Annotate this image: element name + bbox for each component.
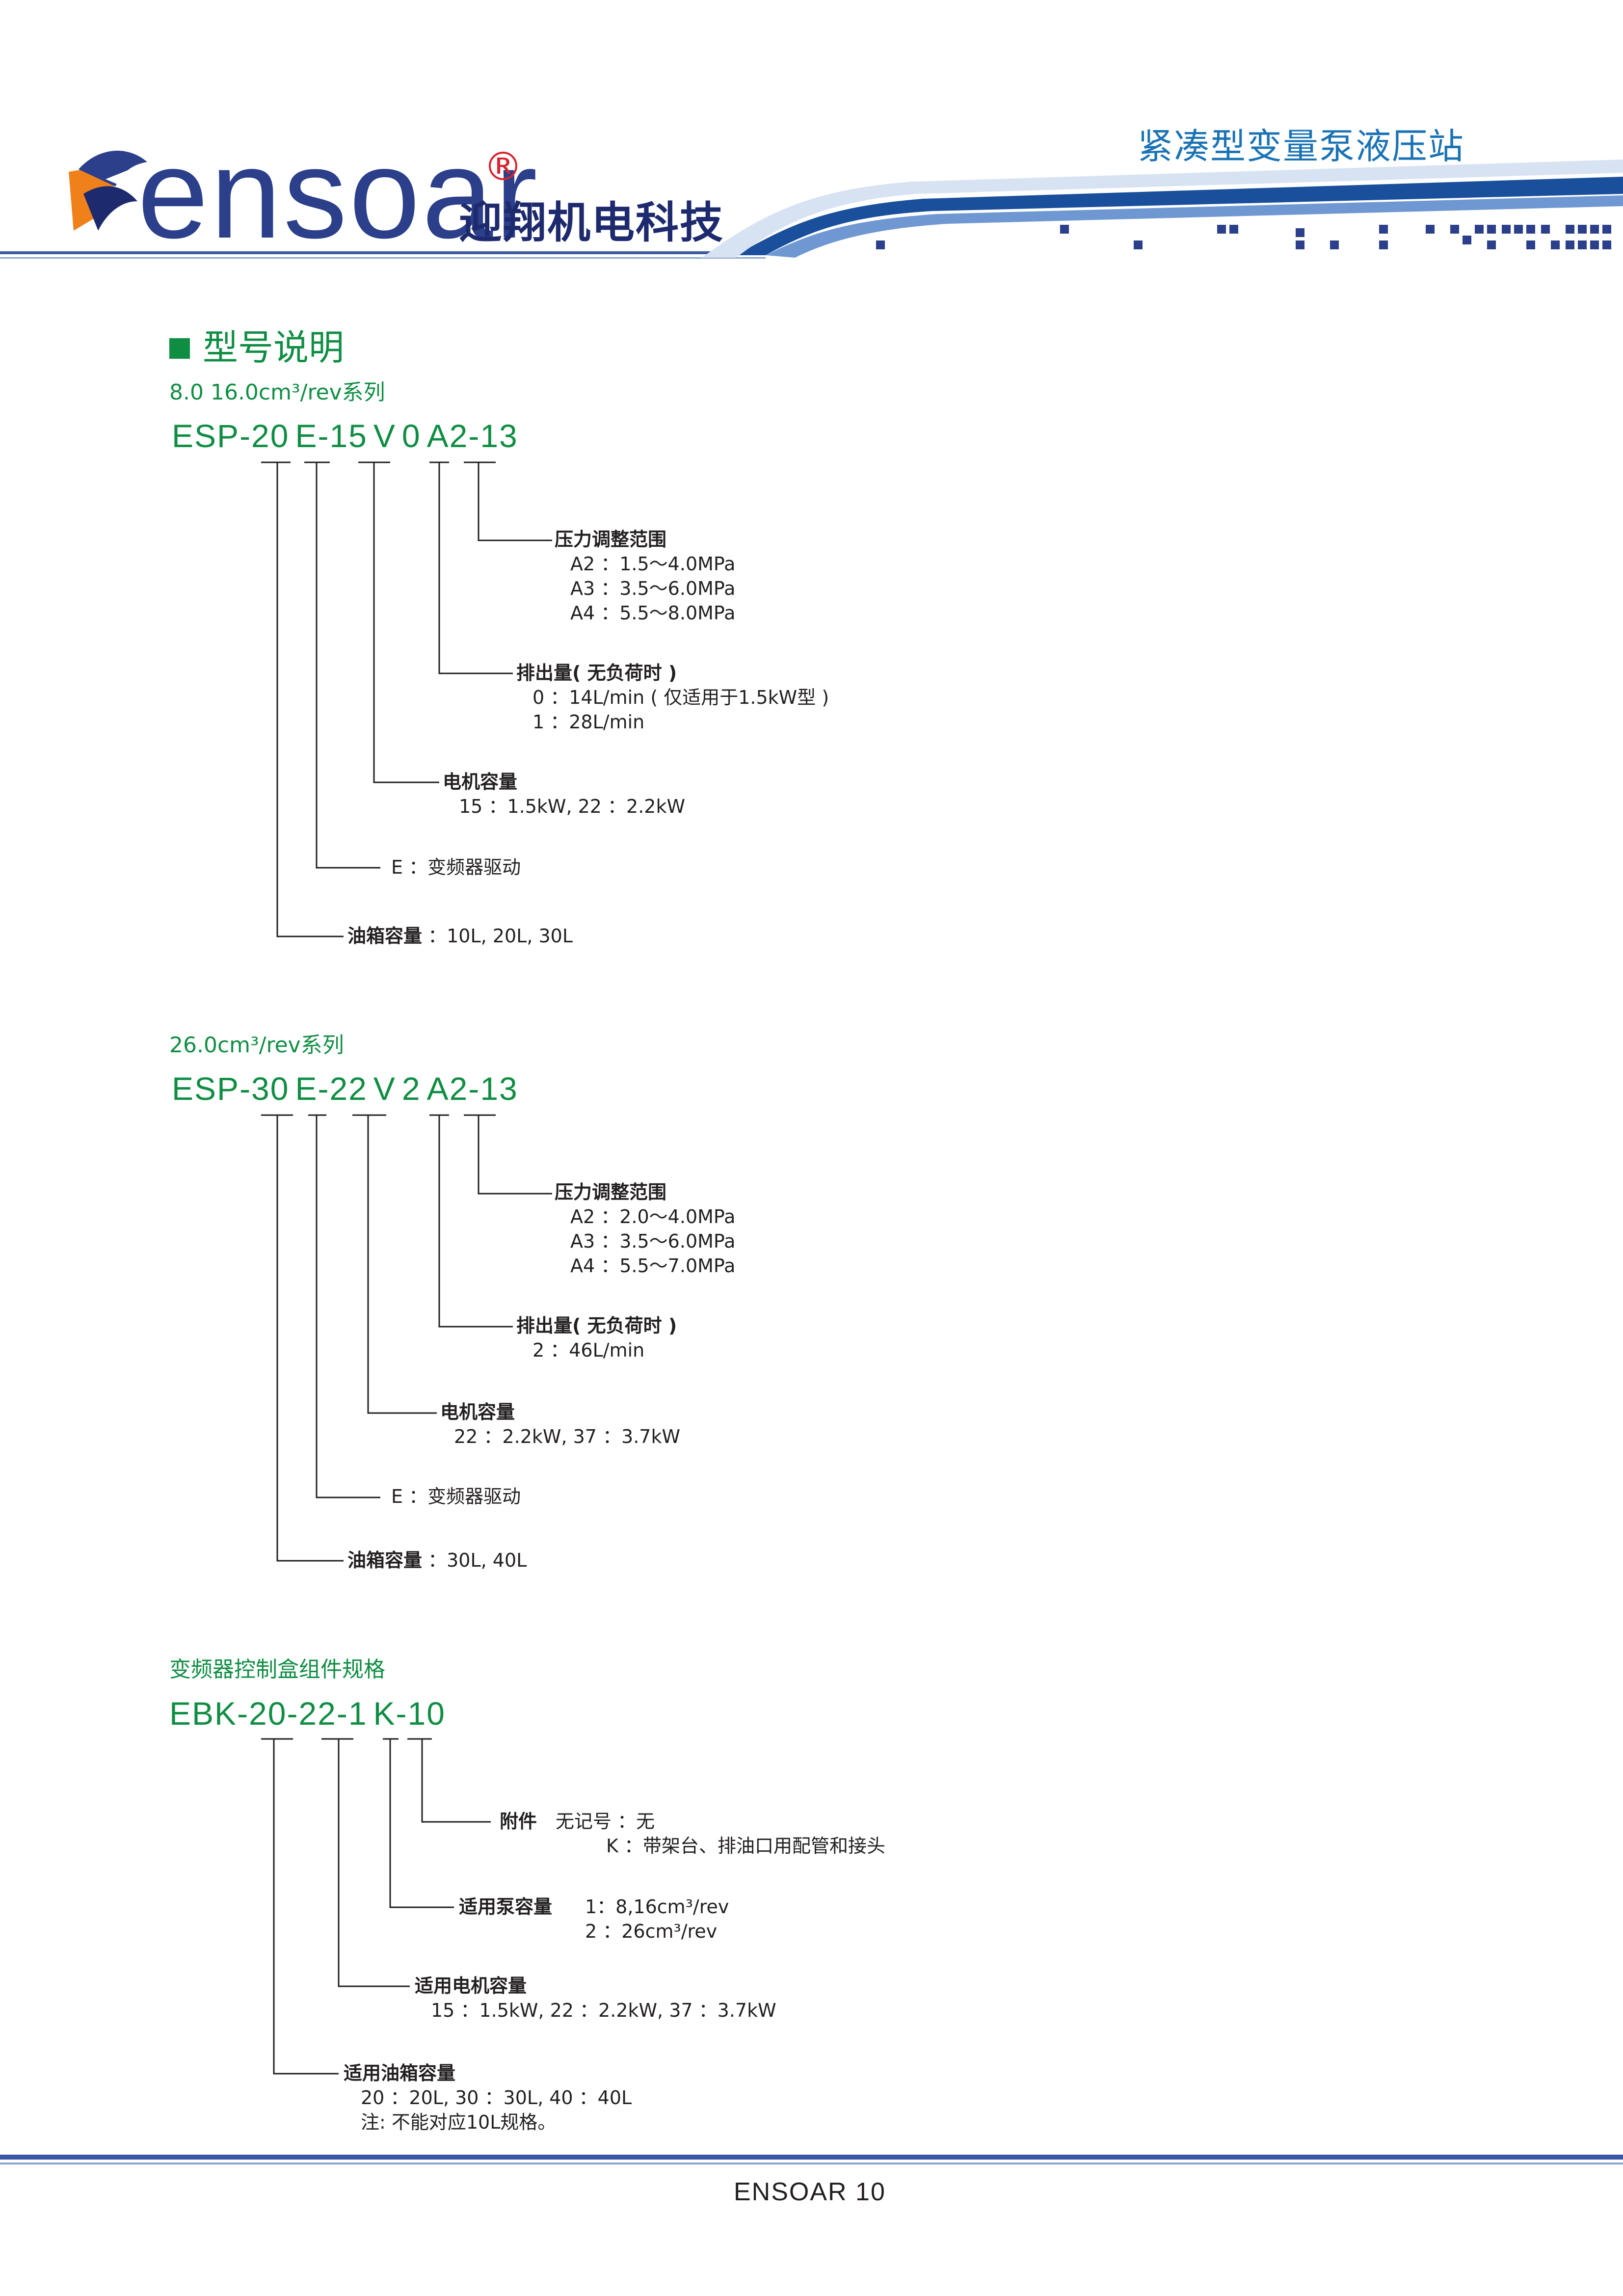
displacement-title: 排出量( 无负荷时 )	[516, 1315, 677, 1336]
section-title: 型号说明	[169, 330, 344, 365]
page-title: 紧凑型变量泵液压站	[1138, 126, 1465, 167]
company-name: 迎翔机电科技	[459, 197, 724, 248]
pressure-option: A4 ：5.5～7.0MPa	[570, 1255, 736, 1277]
footer-rule	[0, 2155, 1623, 2164]
pressure-option: A2 ：2.0～4.0MPa	[570, 1206, 736, 1228]
pressure-option: A3 ：3.5～6.0MPa	[570, 1230, 736, 1252]
logo-emblem-icon	[69, 151, 147, 231]
registered-mark: ®	[483, 144, 523, 189]
accessory-none-option: 无记号 ：无	[556, 1811, 655, 1832]
model-code-segment: A2-13	[426, 1070, 518, 1107]
series-1-label: 8.0 16.0cm³/rev系列	[169, 380, 385, 405]
model-code-segment: ESP-20	[172, 418, 290, 454]
accessory-title: 附件	[500, 1811, 537, 1832]
model-code-segment: E-15	[295, 418, 368, 454]
pressure-range-title: 压力调整范围	[555, 529, 667, 550]
accessory-k-option: K ：带架台、排油口用配管和接头	[606, 1835, 885, 1857]
tank-capacity-note: 注: 不能对应10L规格。	[361, 2111, 557, 2133]
model-code-segment: V	[373, 418, 396, 454]
tank-capacity-title: 油箱容量	[347, 925, 423, 947]
drive-type: E ：变频器驱动	[391, 856, 521, 878]
tank-capacity: 油箱容量 ：30L, 40L	[347, 1551, 527, 1570]
footer-page-label: ENSOAR 10	[734, 2178, 886, 2206]
displacement-option: 2 ：46L/min	[532, 1339, 645, 1361]
motor-capacity-option: 15 ：1.5kW, 22 ：2.2kW	[459, 796, 686, 817]
logo-wordmark: ensoar	[137, 123, 539, 265]
model-code-segment: ESP-30	[172, 1070, 290, 1107]
series-3-label: 变频器控制盒组件规格	[169, 1657, 385, 1682]
motor-capacity-option: 15 ：1.5kW, 22 ：2.2kW, 37 ：3.7kW	[431, 2000, 776, 2021]
model-code-segment: A2-13	[426, 418, 518, 454]
pressure-option: A4 ：5.5～8.0MPa	[570, 602, 736, 624]
pump-capacity-title: 适用泵容量	[459, 1896, 553, 1918]
model-code-segment: EBK-20-22-1	[169, 1695, 368, 1732]
drive-type: E ：变频器驱动	[391, 1486, 521, 1507]
model-code-segment: 0	[401, 418, 421, 454]
tank-capacity-option: 20 ：20L, 30 ：30L, 40 ：40L	[361, 2087, 632, 2109]
displacement-title: 排出量( 无负荷时 )	[516, 662, 677, 684]
pump-capacity-option: 2 ：26cm³/rev	[585, 1921, 718, 1942]
motor-capacity-title: 电机容量	[443, 771, 518, 793]
tank-capacity: 油箱容量 ：10L, 20L, 30L	[347, 927, 573, 945]
model-code-segment: K-10	[373, 1695, 446, 1732]
pressure-range-title: 压力调整范围	[555, 1181, 667, 1203]
section-title-text: 型号说明	[203, 327, 345, 368]
model-code-segment: E-22	[295, 1070, 368, 1107]
square-bullet-icon	[169, 338, 190, 359]
tank-capacity-value: ：30L, 40L	[428, 1549, 527, 1571]
header-banner	[0, 151, 1623, 259]
series-2-label: 26.0cm³/rev系列	[169, 1033, 344, 1058]
tank-capacity-value: ：10L, 20L, 30L	[428, 925, 573, 947]
tank-capacity-title: 油箱容量	[347, 1549, 423, 1571]
motor-capacity-title: 电机容量	[440, 1401, 515, 1423]
motor-capacity-option: 22 ：2.2kW, 37 ：3.7kW	[454, 1426, 681, 1447]
displacement-option: 1 ：28L/min	[532, 711, 645, 733]
motor-capacity-title: 适用电机容量	[415, 1975, 527, 1997]
pressure-option: A2 ：1.5～4.0MPa	[570, 553, 736, 575]
model-code-segment: V	[373, 1070, 396, 1107]
model-code-segment: 2	[401, 1070, 421, 1107]
accessory-none-line: 附件无记号 ：无	[500, 1812, 655, 1831]
tank-capacity-title: 适用油箱容量	[344, 2062, 456, 2084]
pressure-option: A3 ：3.5～6.0MPa	[570, 578, 736, 599]
pump-capacity-option: 1：8,16cm³/rev	[585, 1896, 729, 1918]
displacement-option: 0 ：14L/min ( 仅适用于1.5kW型 )	[532, 687, 829, 708]
